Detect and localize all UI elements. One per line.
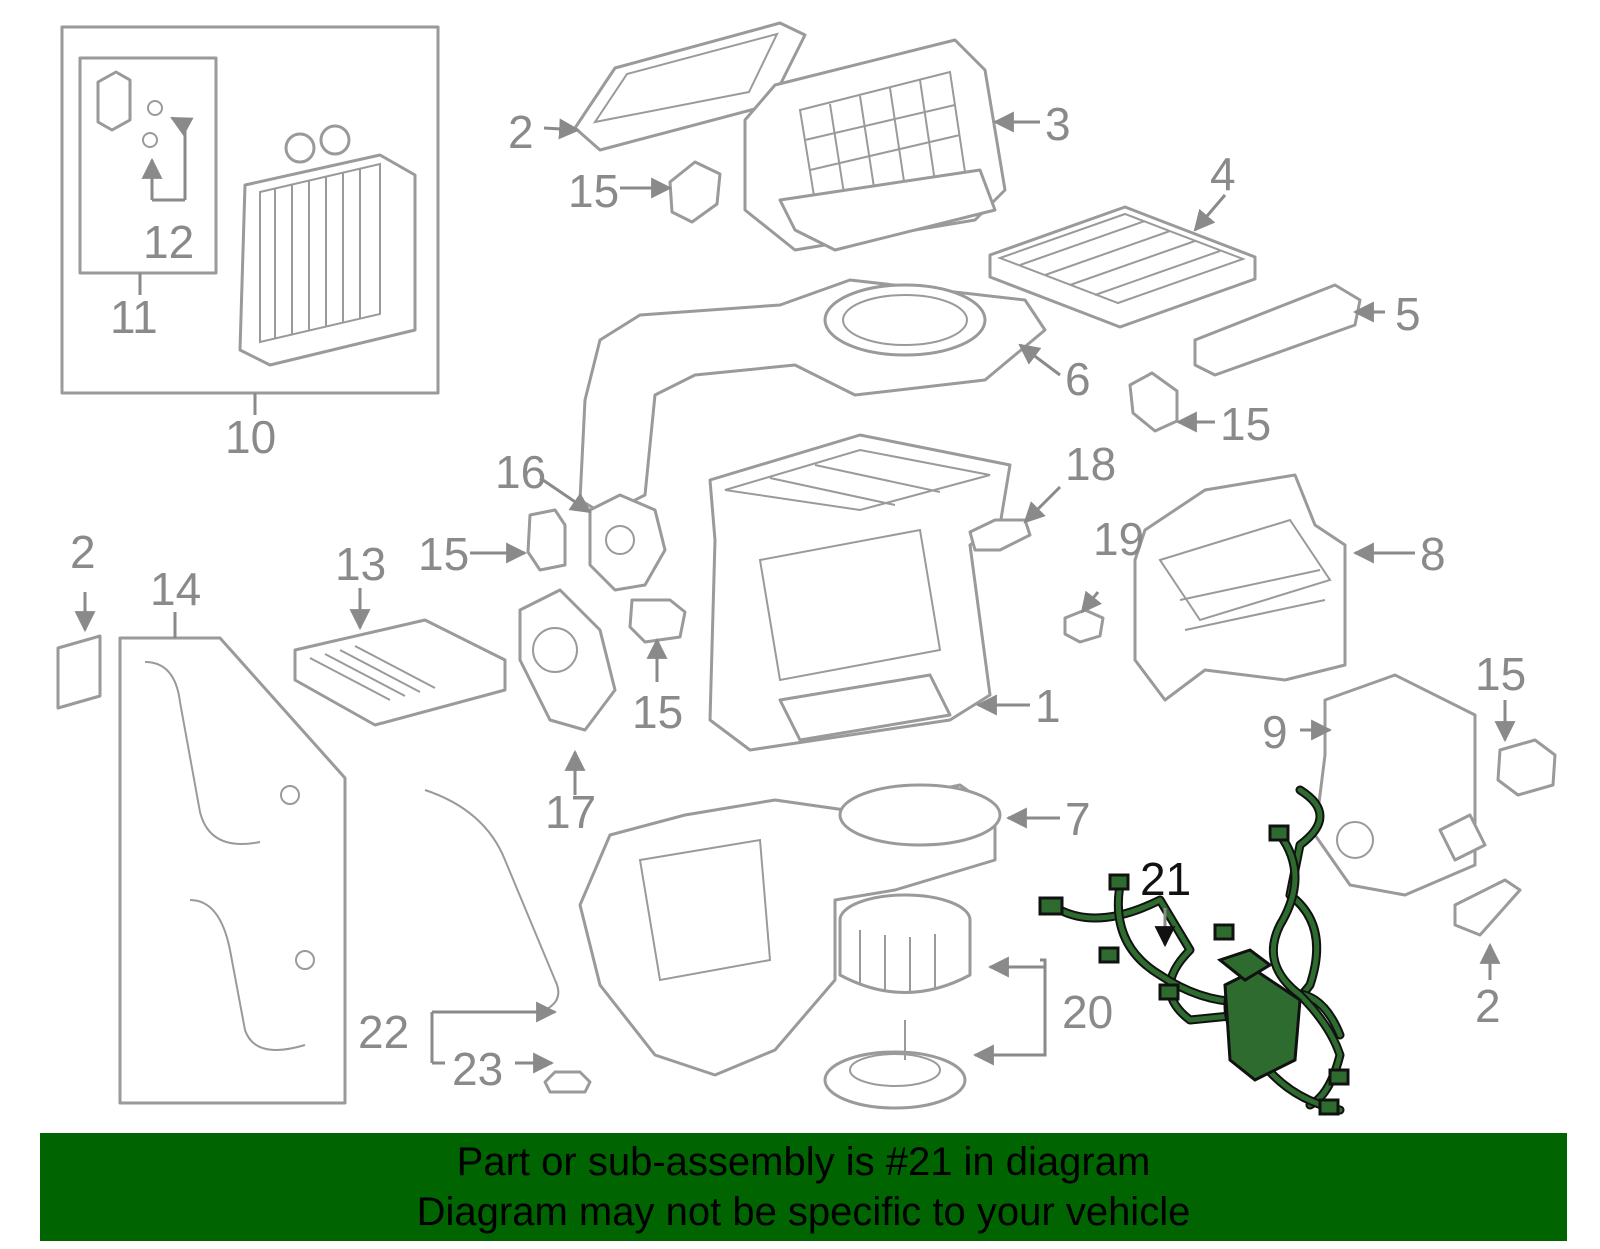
part-18-sensor [968,518,1032,552]
part-15-bracket-e [1496,738,1557,797]
callout-12: 12 [143,216,194,268]
part-9-mode-case [1313,673,1487,897]
callout-2-top: 2 [508,106,534,158]
part-15-bracket-b [1128,371,1179,433]
callout-2-right: 2 [1475,980,1501,1032]
callout-8: 8 [1420,528,1446,580]
callout-23: 23 [452,1043,503,1095]
callout-15-top: 15 [568,165,619,217]
part-19-connector [1063,608,1105,644]
part-22-drain-hose [424,789,560,1011]
callout-15-mid: 15 [418,528,469,580]
part-2-seal-right [1453,878,1522,937]
callout-15-right: 15 [1220,398,1271,450]
callout-2-left: 2 [70,526,96,578]
callout-9: 9 [1262,706,1288,758]
leader-lines [74,111,1516,1074]
part-16-actuator [588,493,667,592]
part-23-grommet [543,1070,592,1094]
callout-1: 1 [1035,680,1061,732]
part-10-evaporator-group [60,25,440,415]
callout-10: 10 [225,411,276,463]
part-20-blower-fan-motor [823,893,972,1110]
callout-11: 11 [110,291,158,343]
callout-18: 18 [1065,438,1116,490]
callout-15-lower: 15 [632,686,683,738]
callout-13: 13 [335,538,386,590]
callout-labels: 2 3 4 5 6 15 15 15 15 15 12 11 10 16 18 … [70,98,1526,1095]
callout-15-far-right: 15 [1475,648,1526,700]
footer-line-2: Diagram may not be specific to your vehi… [416,1190,1191,1234]
part-8-side-case [1133,473,1347,702]
part-2-filter-frame-top [573,21,807,152]
part-7-lower-case [578,783,1002,1077]
callout-5: 5 [1395,288,1421,340]
callout-7: 7 [1065,793,1091,845]
part-2-bracket-left [56,634,102,710]
callout-6: 6 [1065,353,1091,405]
parts-diagram: 2 3 4 5 6 15 15 15 15 15 12 11 10 16 18 … [56,21,1557,1116]
part-4-cabin-filter [988,205,1257,329]
part-17-motor-controller [518,588,617,732]
footer-banner: Part or sub-assembly is #21 in diagram D… [40,1133,1567,1241]
part-15-bracket-a [668,160,722,224]
callout-21: 21 [1140,853,1191,905]
part-14-hose-group [118,636,347,1105]
part-15-bracket-c [526,508,567,572]
callout-16: 16 [495,446,546,498]
part-15-bracket-d [628,598,687,644]
callout-20: 20 [1062,986,1113,1038]
part-13-heater-core [293,618,507,727]
part-21-wiring-harness [1038,785,1350,1116]
callout-3: 3 [1045,98,1071,150]
part-6-upper-housing [578,278,1047,517]
footer-line-1: Part or sub-assembly is #21 in diagram [456,1140,1151,1184]
callout-22: 22 [358,1006,409,1058]
evaporator-core [238,124,417,367]
part-3-blower-upper-case [743,38,1007,252]
callout-17: 17 [545,786,596,838]
part-5-damper-rail [1193,283,1362,377]
callout-14: 14 [150,563,201,615]
callout-4: 4 [1210,148,1236,200]
part-1-hvac-case [708,433,1012,752]
callout-19: 19 [1093,513,1144,565]
